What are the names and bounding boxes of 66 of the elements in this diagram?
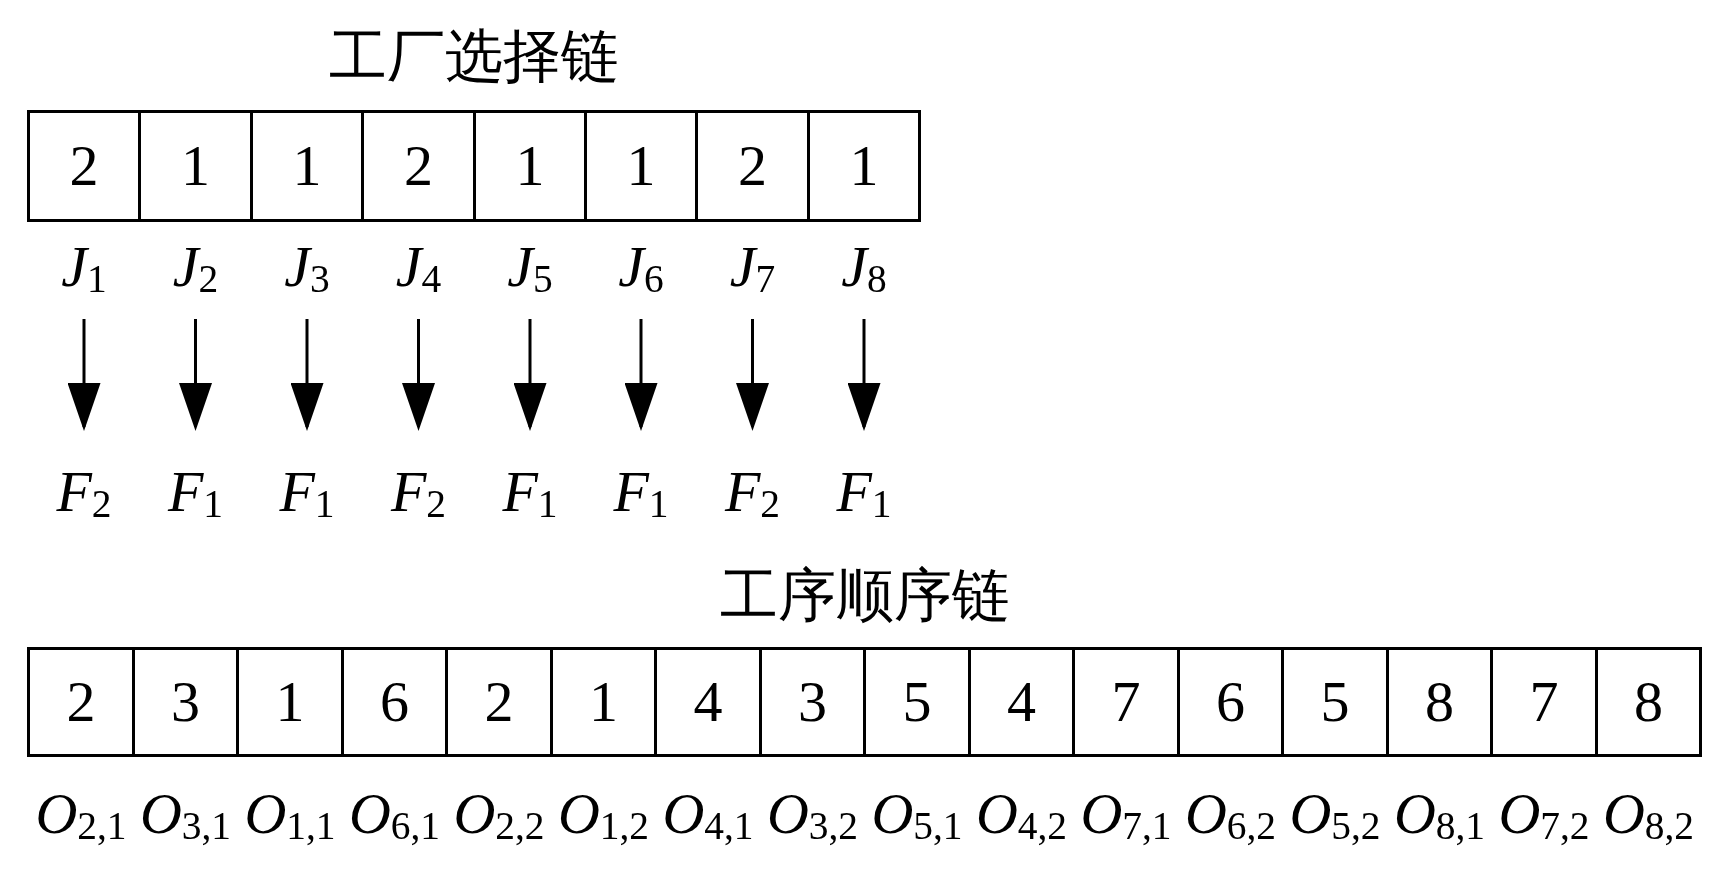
operation-label: O$_{4,1}$ bbox=[662, 785, 754, 843]
operation-label: O$_{7,1}$ bbox=[1080, 785, 1172, 843]
number-cell: 5 bbox=[1281, 647, 1389, 757]
number-cell: 1 bbox=[550, 647, 657, 757]
factory-label: F$_{1}$ bbox=[836, 463, 892, 521]
factory-label: F$_{2}$ bbox=[56, 463, 112, 521]
arrow bbox=[736, 319, 769, 431]
number-cell: 3 bbox=[132, 647, 239, 757]
arrow bbox=[67, 319, 101, 431]
number-cell: 8 bbox=[1595, 647, 1702, 757]
arrow bbox=[402, 319, 435, 431]
number-cell: 5 bbox=[863, 647, 971, 757]
number-cell: 1 bbox=[250, 110, 364, 222]
factory-label: F$_{1}$ bbox=[279, 463, 335, 521]
operation-label: O$_{3,1}$ bbox=[139, 785, 232, 843]
number-cell: 4 bbox=[968, 647, 1075, 757]
job-label: J$_{3}$ bbox=[284, 238, 330, 296]
job-label: J$_{6}$ bbox=[618, 238, 664, 296]
job-label: J$_{4}$ bbox=[395, 238, 442, 296]
number-cell: 2 bbox=[27, 110, 141, 222]
number-cell: 8 bbox=[1386, 647, 1493, 757]
number-cell: 1 bbox=[138, 110, 253, 222]
number-cell: 7 bbox=[1072, 647, 1180, 757]
operation-label: O$_{6,1}$ bbox=[348, 785, 441, 843]
operation-label: O$_{2,2}$ bbox=[453, 785, 545, 843]
factory-label: F$_{1}$ bbox=[502, 463, 558, 521]
number-cell: 1 bbox=[807, 110, 921, 222]
arrow bbox=[847, 319, 881, 431]
operation-label: O$_{8,2}$ bbox=[1602, 785, 1695, 843]
factory-label: F$_{2}$ bbox=[724, 463, 781, 521]
factory-label: F$_{2}$ bbox=[390, 463, 447, 521]
number-cell: 2 bbox=[695, 110, 810, 222]
factory-label: F$_{1}$ bbox=[613, 463, 669, 521]
operation-label: O$_{1,1}$ bbox=[244, 785, 336, 843]
job-label: J$_{1}$ bbox=[61, 238, 107, 296]
operation-label: O$_{2,1}$ bbox=[35, 785, 127, 843]
number-cell: 1 bbox=[473, 110, 587, 222]
job-label: J$_{8}$ bbox=[841, 238, 887, 296]
number-cell: 7 bbox=[1490, 647, 1598, 757]
job-label: J$_{2}$ bbox=[172, 238, 219, 296]
operation-label: O$_{8,1}$ bbox=[1393, 785, 1486, 843]
number-cell: 2 bbox=[27, 647, 135, 757]
operation-label: O$_{6,2}$ bbox=[1184, 785, 1277, 843]
number-cell: 2 bbox=[445, 647, 553, 757]
job-label: J$_{7}$ bbox=[729, 238, 776, 296]
job-label: J$_{5}$ bbox=[507, 238, 553, 296]
chain-heading: 工厂选择链 bbox=[329, 28, 619, 86]
operation-label: O$_{1,2}$ bbox=[557, 785, 650, 843]
number-cell: 3 bbox=[759, 647, 866, 757]
number-cell: 6 bbox=[341, 647, 448, 757]
number-cell: 4 bbox=[654, 647, 762, 757]
arrow bbox=[290, 319, 324, 431]
number-cell: 2 bbox=[361, 110, 476, 222]
chain-heading: 工序顺序链 bbox=[719, 567, 1010, 625]
operation-label: O$_{5,2}$ bbox=[1289, 785, 1381, 843]
number-cell: 1 bbox=[584, 110, 698, 222]
arrow bbox=[624, 319, 658, 431]
operation-label: O$_{7,2}$ bbox=[1498, 785, 1590, 843]
operation-label: O$_{5,1}$ bbox=[871, 785, 963, 843]
factory-label: F$_{1}$ bbox=[167, 463, 224, 521]
number-cell: 1 bbox=[236, 647, 344, 757]
arrow bbox=[179, 319, 212, 431]
arrow bbox=[513, 319, 547, 431]
operation-label: O$_{4,2}$ bbox=[975, 785, 1068, 843]
operation-label: O$_{3,2}$ bbox=[766, 785, 859, 843]
number-cell: 6 bbox=[1177, 647, 1284, 757]
